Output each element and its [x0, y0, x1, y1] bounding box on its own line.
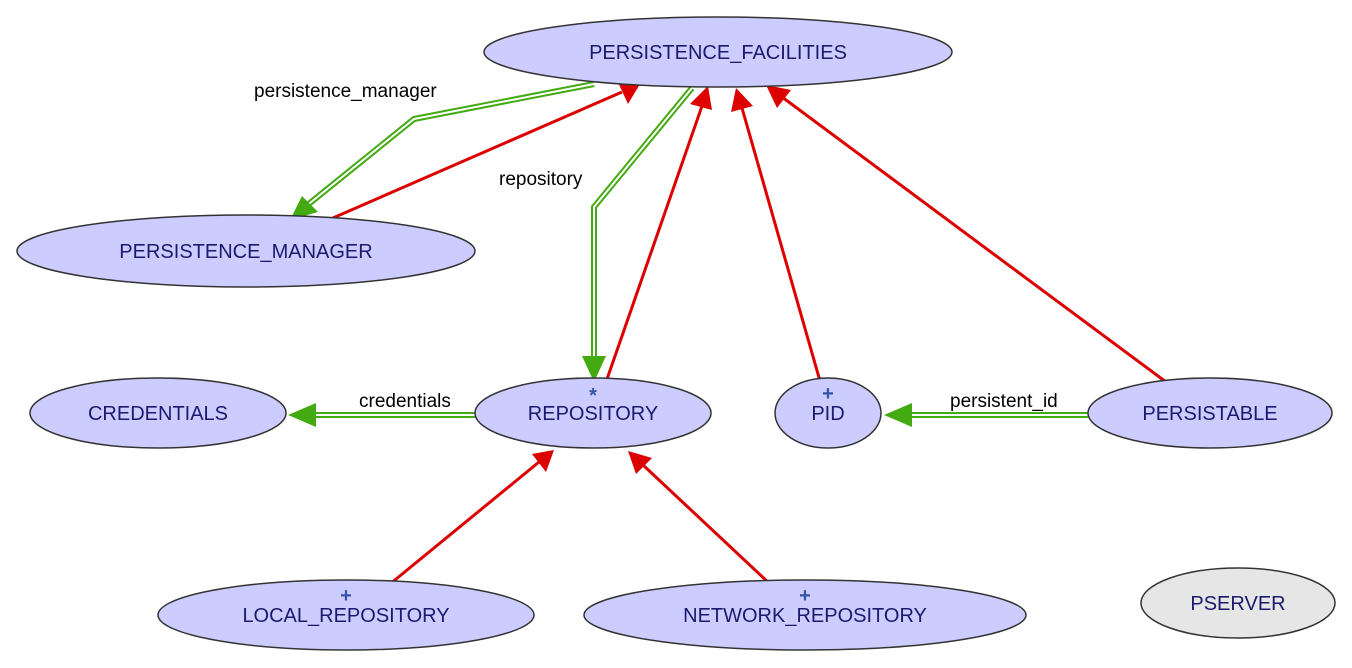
edge-label-credentials: credentials	[359, 391, 451, 412]
effective-marker-icon: +	[340, 585, 352, 607]
client-edges	[288, 81, 1088, 427]
node-repository[interactable]: * REPOSITORY	[474, 377, 712, 449]
edge-credentials[interactable]	[288, 403, 476, 427]
edge-local-repo-inherits-repository[interactable]	[389, 450, 554, 586]
node-label: REPOSITORY	[528, 403, 658, 425]
edge-repository-inherits-pf[interactable]	[604, 86, 712, 383]
node-label: PERSISTENCE_FACILITIES	[589, 42, 847, 64]
node-credentials[interactable]: CREDENTIALS	[29, 377, 287, 449]
edge-label-persistent-id: persistent_id	[950, 391, 1058, 412]
edge-persistable-inherits-pf[interactable]	[766, 85, 1167, 384]
edge-pid-inherits-pf[interactable]	[731, 88, 822, 382]
edge-label-persistence-manager: persistence_manager	[254, 81, 437, 102]
node-label: LOCAL_REPOSITORY	[242, 605, 449, 627]
effective-marker-icon: +	[822, 383, 834, 405]
node-label: CREDENTIALS	[88, 403, 228, 425]
effective-marker-icon: +	[799, 585, 811, 607]
edge-persistent-id[interactable]	[884, 403, 1088, 427]
node-persistence-manager[interactable]: PERSISTENCE_MANAGER	[16, 214, 476, 288]
node-pid[interactable]: + PID	[774, 377, 882, 449]
edge-label-repository: repository	[499, 169, 583, 190]
edge-repository[interactable]	[582, 86, 695, 382]
deferred-marker-icon: *	[589, 385, 597, 407]
node-label: PSERVER	[1190, 593, 1285, 615]
node-label: NETWORK_REPOSITORY	[683, 605, 927, 627]
node-persistence-facilities[interactable]: PERSISTENCE_FACILITIES	[483, 16, 953, 88]
node-label: PERSISTENCE_MANAGER	[119, 241, 372, 263]
edge-network-repo-inherits-repository[interactable]	[628, 451, 772, 586]
edge-pm-inherits-pf[interactable]	[325, 80, 640, 223]
edge-persistence-manager[interactable]	[290, 81, 595, 220]
node-label: PERSISTABLE	[1142, 403, 1277, 425]
node-local-repository[interactable]: + LOCAL_REPOSITORY	[157, 579, 535, 651]
node-persistable[interactable]: PERSISTABLE	[1087, 377, 1333, 449]
node-network-repository[interactable]: + NETWORK_REPOSITORY	[583, 579, 1027, 651]
node-pserver[interactable]: PSERVER	[1140, 567, 1336, 639]
node-label: PID	[811, 403, 844, 425]
inheritance-edges	[325, 80, 1167, 586]
